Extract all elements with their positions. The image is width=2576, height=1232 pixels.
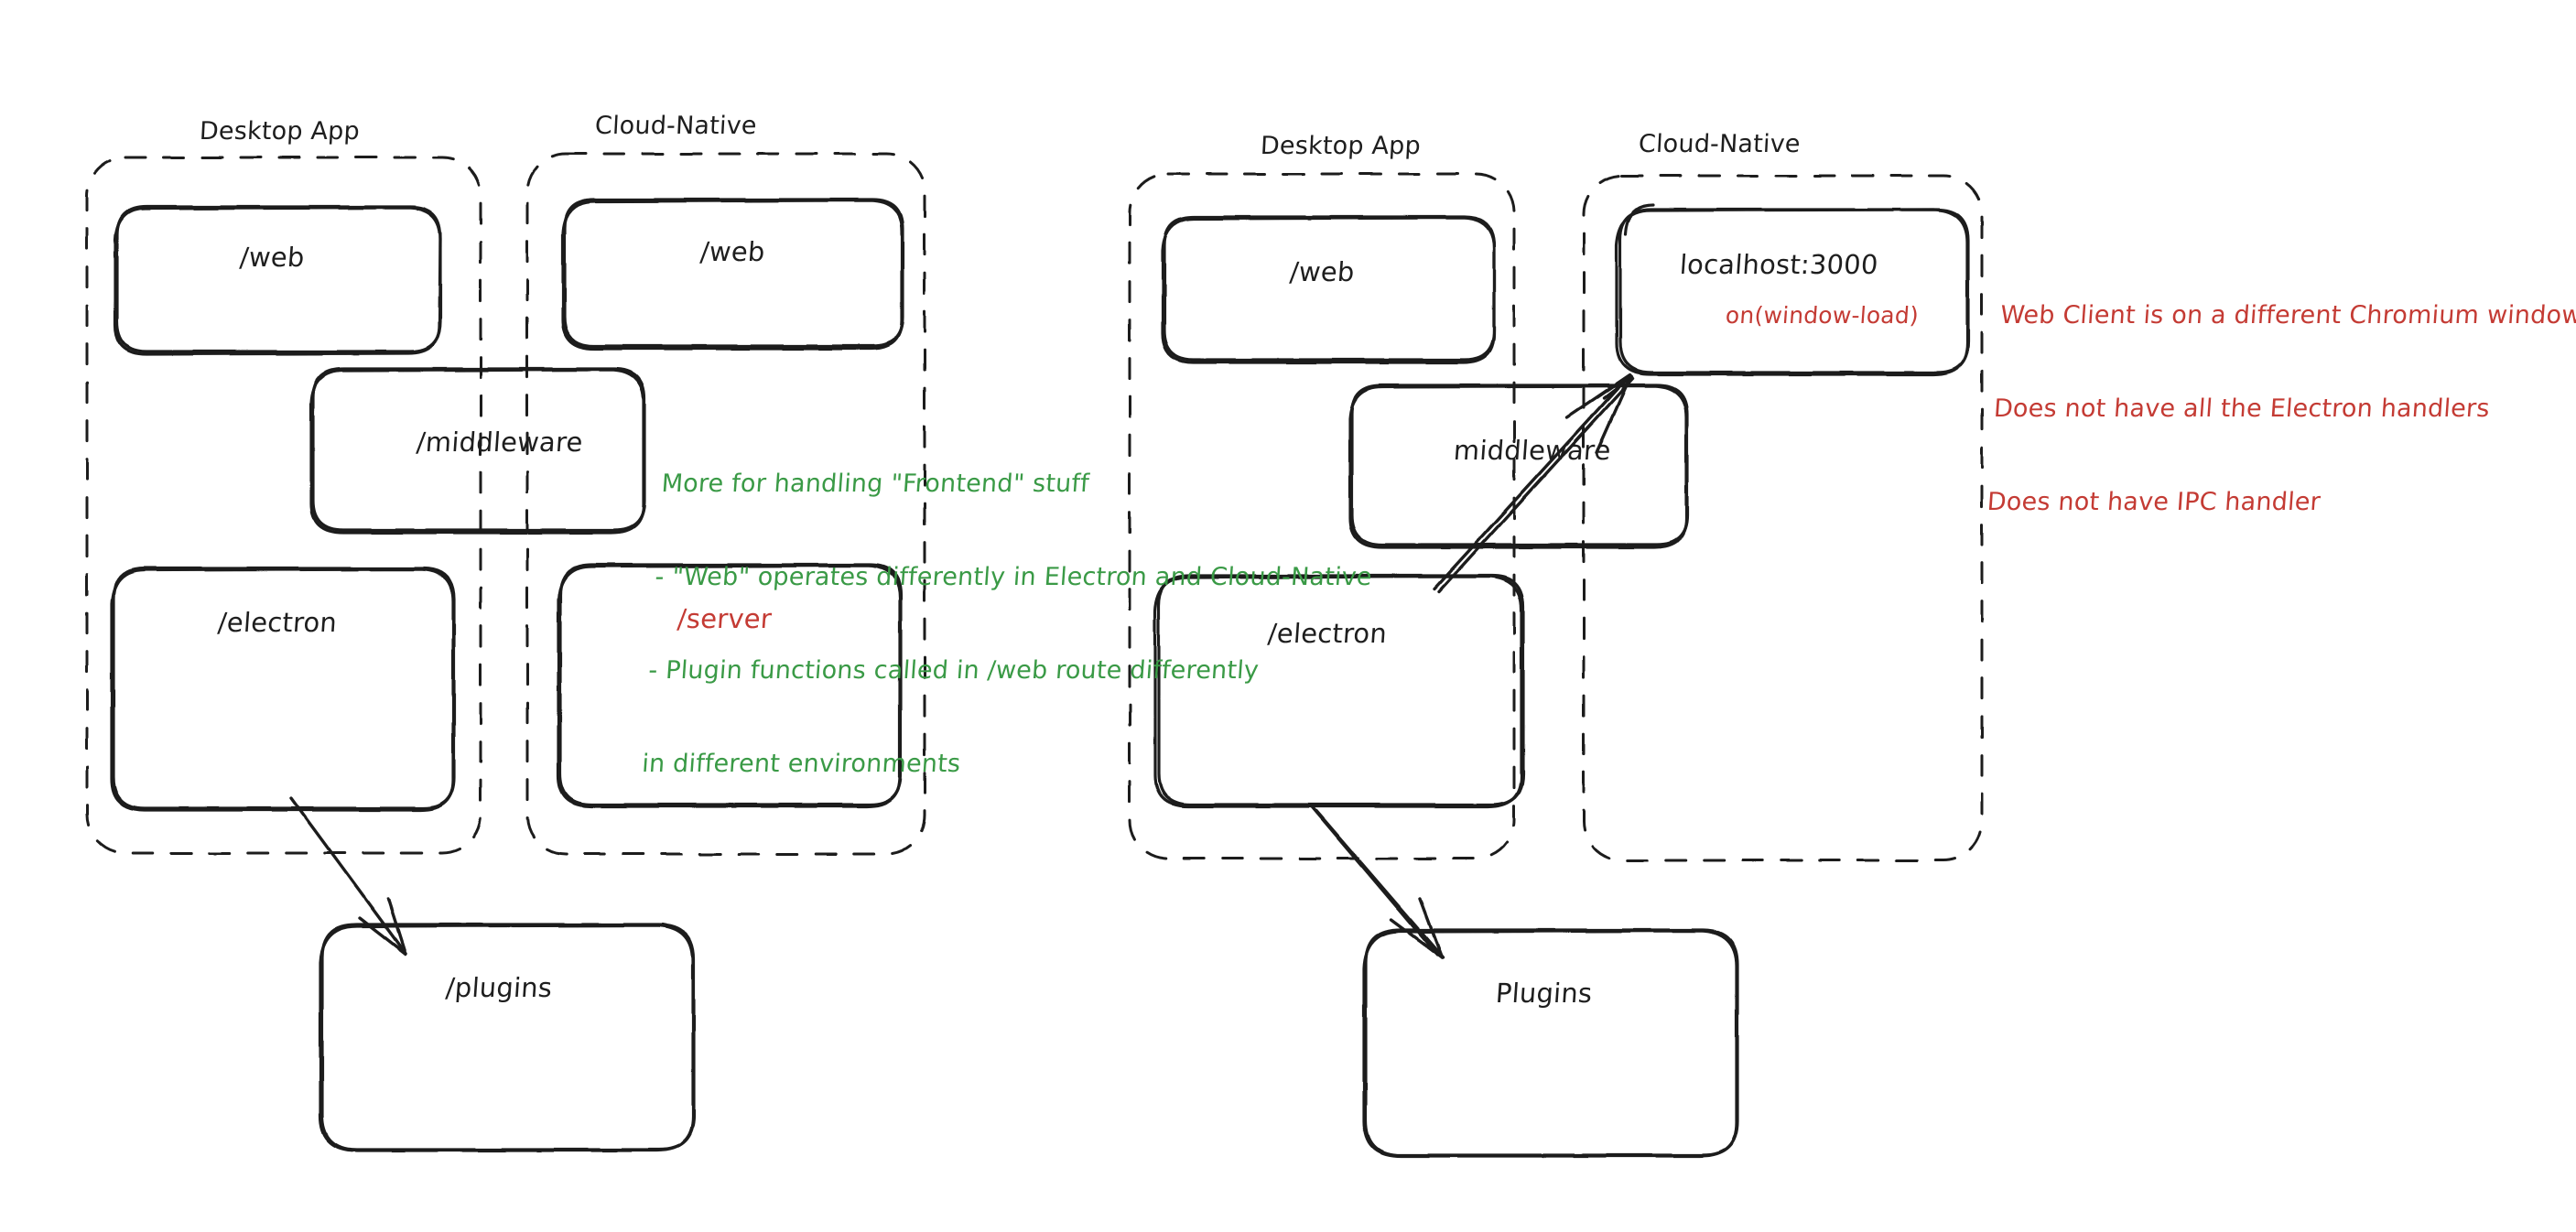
left-electron-to-plugins-arrow	[289, 796, 407, 956]
left-cloud-web-label: /web	[698, 236, 766, 267]
right-desktop-group-title: Desktop App	[1260, 132, 1422, 160]
left-desktop-web-node	[114, 205, 442, 356]
right-localhost-node	[1615, 203, 1970, 376]
red-note-line-2: Does not have all the Electron handlers	[1992, 394, 2491, 423]
right-plugins-label: Plugins	[1494, 978, 1594, 1009]
right-cloud-group-title: Cloud-Native	[1638, 130, 1802, 158]
left-electron-node	[110, 567, 456, 812]
green-note-line-1: More for handling "Frontend" stuff	[660, 470, 1090, 498]
right-plugins-node	[1362, 928, 1739, 1158]
green-note-line-4: in different environments	[641, 750, 962, 778]
left-middleware-label: /middleware	[415, 427, 584, 458]
left-desktop-web-label: /web	[238, 242, 306, 273]
right-localhost-sublabel: on(window-load)	[1724, 302, 1920, 329]
left-plugins-label: /plugins	[444, 972, 554, 1003]
right-desktop-web-label: /web	[1288, 256, 1356, 287]
right-middleware-label: middleware	[1452, 435, 1612, 466]
green-note-line-3: - Plugin functions called in /web route …	[647, 656, 1261, 685]
left-cloud-web-node	[561, 198, 904, 351]
right-electron-to-localhost-arrow	[1433, 373, 1634, 593]
right-desktop-web-node	[1161, 215, 1496, 364]
right-electron-label: /electron	[1266, 618, 1389, 649]
right-localhost-label: localhost:3000	[1678, 249, 1879, 280]
left-plugins-node	[319, 923, 696, 1152]
left-desktop-group-title: Desktop App	[199, 117, 361, 146]
left-cloud-group-title: Cloud-Native	[594, 112, 758, 140]
red-note-line-3: Does not have IPC handler	[1986, 488, 2322, 516]
red-note-line-1: Web Client is on a different Chromium wi…	[1999, 301, 2576, 330]
red-annotation-note: Web Client is on a different Chromium wi…	[1982, 238, 2576, 580]
right-middleware-node	[1348, 384, 1689, 549]
green-note-line-2: - "Web" operates differently in Electron…	[654, 563, 1373, 591]
left-electron-label: /electron	[216, 607, 339, 638]
